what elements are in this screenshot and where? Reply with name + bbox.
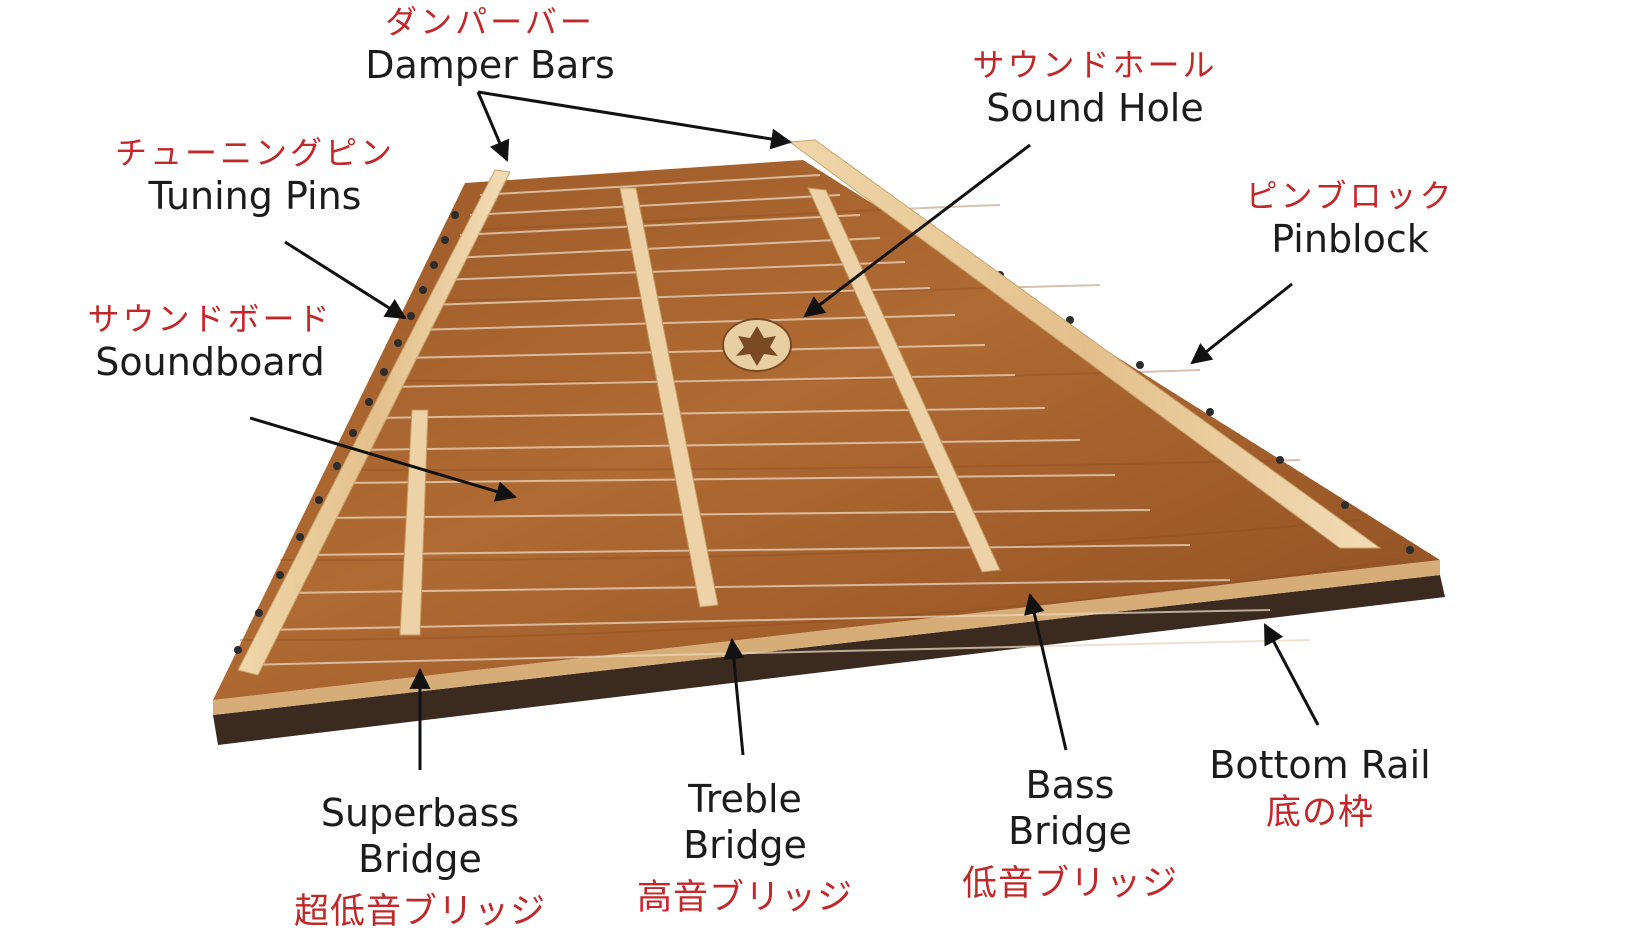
tuning-pins-ja: チューニングピン <box>114 134 395 172</box>
treble-bridge-ja: 高音ブリッジ <box>636 877 853 918</box>
treble-bridge-en-1: Treble <box>688 777 802 821</box>
sound-hole-ja: サウンドホール <box>972 46 1218 84</box>
sound-hole-rosette <box>722 318 792 372</box>
sound-hole-en: Sound Hole <box>986 86 1204 131</box>
superbass-bridge-ja: 超低音ブリッジ <box>293 891 546 932</box>
left-damper-bar <box>237 169 511 676</box>
right-pinblock <box>788 139 1382 549</box>
arrow-tuning-pins <box>284 240 407 320</box>
soundboard-en: Soundboard <box>95 340 325 385</box>
bottom-rail-lip <box>213 560 1440 715</box>
pinblock-ja: ピンブロック <box>1245 177 1455 215</box>
tuning-pins <box>234 211 459 654</box>
arrow-damper-left <box>476 91 510 162</box>
arrow-bass-bridge <box>1024 592 1068 751</box>
superbass-bridge-en-1: Superbass <box>320 791 520 835</box>
bottom-rail-frame <box>213 575 1445 745</box>
soundboard-surface <box>213 160 1440 700</box>
arrow-damper-right <box>477 90 793 150</box>
bass-bridge-bar <box>807 187 1001 573</box>
arrow-treble-bridge <box>723 637 745 756</box>
label-pinblock: ピンブロック Pinblock <box>1210 177 1490 262</box>
treble-bridge-bar <box>619 187 719 608</box>
arrow-pinblock <box>1190 282 1293 365</box>
damper-bars-en: Damper Bars <box>365 43 615 88</box>
label-superbass-bridge: Superbass Bridge 超低音ブリッジ <box>270 790 570 933</box>
dulcimer-instrument <box>213 139 1445 745</box>
superbass-bridge-bar <box>399 409 429 636</box>
pinblock-en: Pinblock <box>1271 217 1429 262</box>
soundboard-ja: サウンドボード <box>87 300 333 338</box>
treble-bridge-en-2: Bridge <box>683 823 807 868</box>
tuning-pins-en: Tuning Pins <box>148 174 362 219</box>
label-sound-hole: サウンドホール Sound Hole <box>930 46 1260 131</box>
arrow-soundboard <box>249 416 518 502</box>
label-bass-bridge: Bass Bridge 低音ブリッジ <box>940 762 1200 905</box>
label-tuning-pins: チューニングピン Tuning Pins <box>90 134 420 219</box>
bass-bridge-en-1: Bass <box>1025 763 1115 807</box>
damper-bars-ja: ダンパーバー <box>385 3 595 41</box>
label-bottom-rail: Bottom Rail 底の枠 <box>1190 742 1450 835</box>
strings <box>241 174 1311 666</box>
bass-bridge-en-2: Bridge <box>1008 809 1132 854</box>
label-soundboard: サウンドボード Soundboard <box>60 300 360 385</box>
bottom-rail-ja: 底の枠 <box>1265 793 1374 834</box>
bass-bridge-ja: 低音ブリッジ <box>961 863 1178 904</box>
arrow-sound-hole <box>803 143 1031 318</box>
arrow-bottom-rail <box>1263 623 1320 726</box>
bottom-rail-en: Bottom Rail <box>1209 743 1431 787</box>
pointer-arrows <box>249 90 1320 770</box>
label-damper-bars: ダンパーバー Damper Bars <box>330 3 650 88</box>
label-treble-bridge: Treble Bridge 高音ブリッジ <box>610 776 880 919</box>
superbass-bridge-en-2: Bridge <box>358 837 482 882</box>
